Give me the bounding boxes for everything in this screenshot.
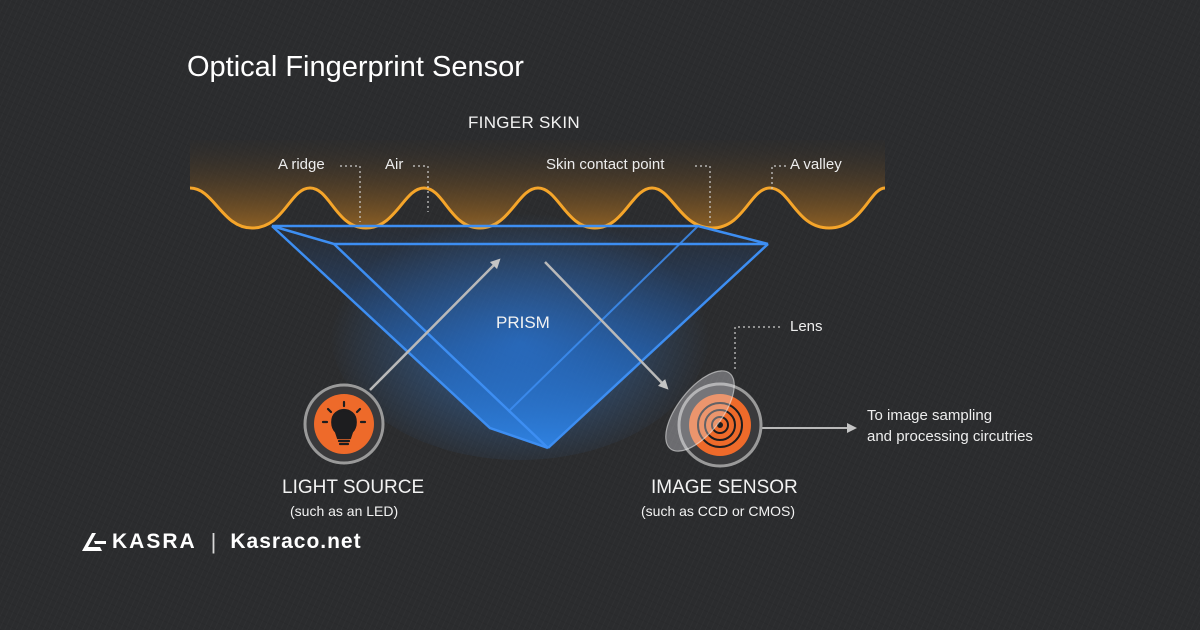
prism — [271, 200, 769, 460]
concentric-rings-icon — [697, 402, 743, 448]
output-label-line2: and processing circutries — [867, 428, 1033, 445]
valley-leader — [771, 165, 786, 190]
image-sensor-subtitle: (such as CCD or CMOS) — [641, 503, 796, 519]
page-title: Optical Fingerprint Sensor — [187, 51, 524, 83]
ridge-callout: A ridge — [278, 156, 325, 173]
finger-skin-label: FINGER SKIN — [468, 113, 580, 132]
contact-point-callout: Skin contact point — [546, 156, 665, 173]
incident-light-arrow — [369, 258, 501, 391]
output-label-line1: To image sampling — [867, 407, 993, 424]
brand-footer: KASRA | Kasraco.net — [80, 527, 362, 557]
prism-label: PRISM — [496, 313, 550, 332]
kasra-logo-icon — [80, 531, 108, 553]
prism-back-right-edge — [509, 225, 699, 411]
finger-skin-fill — [190, 140, 885, 228]
brand-name: KASRA — [112, 530, 197, 553]
prism-body — [272, 226, 768, 448]
reflected-light-arrow — [544, 261, 669, 390]
prism-left-edge — [271, 225, 549, 450]
contact-leader — [695, 165, 711, 224]
valley-callout: A valley — [790, 156, 842, 173]
light-source — [303, 383, 385, 465]
air-callout: Air — [385, 156, 404, 173]
finger-skin — [189, 140, 886, 230]
lens-leader — [734, 326, 780, 372]
air-leader — [413, 165, 429, 212]
lens-shape — [665, 370, 735, 452]
bulb-icon — [321, 400, 367, 446]
light-source-title: LIGHT SOURCE — [282, 477, 425, 498]
ridge-leader — [340, 165, 361, 222]
image-sensor-title: IMAGE SENSOR — [651, 477, 798, 498]
prism-right-edge — [547, 243, 769, 449]
brand-url-link[interactable]: Kasraco.net — [230, 530, 362, 553]
light-source-subtitle: (such as an LED) — [290, 503, 399, 519]
image-sensor — [665, 370, 763, 468]
finger-skin-ridge-line — [189, 186, 886, 230]
prism-back-left-edge — [333, 243, 549, 449]
brand-separator: | — [210, 529, 217, 554]
callout-leaders — [340, 165, 786, 372]
lens-label: Lens — [790, 318, 823, 335]
